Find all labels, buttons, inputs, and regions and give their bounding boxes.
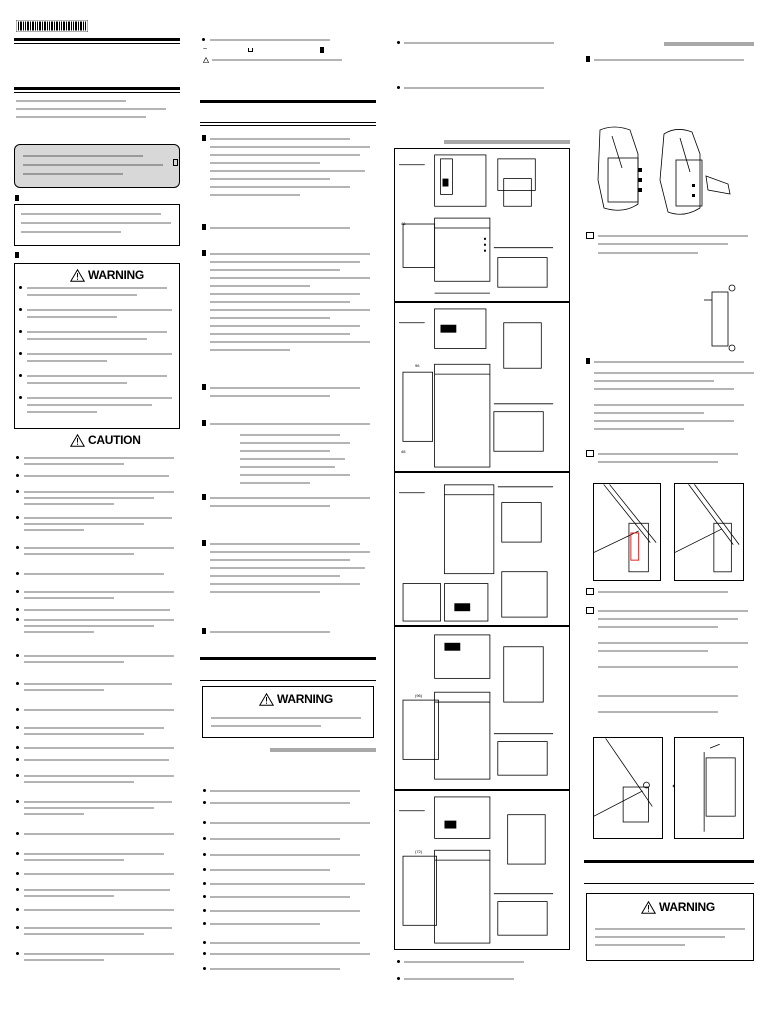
- info-icon: [173, 159, 178, 166]
- top-rule-thin: [14, 43, 180, 44]
- section-rule: [200, 657, 376, 660]
- caution-symbol-icon: [203, 57, 209, 63]
- terminal-photo-2: [674, 483, 744, 581]
- removal-photo-1: [593, 737, 663, 839]
- header-rule: [14, 87, 180, 90]
- header-rule-thin: [14, 92, 180, 93]
- dimension-label: 48: [401, 221, 406, 226]
- section-marker: [586, 56, 590, 62]
- section-marker: [202, 540, 206, 546]
- top-rule: [14, 38, 180, 41]
- section-rule: [584, 860, 754, 863]
- book-icon: [586, 588, 594, 595]
- warning-heading: WARNING: [259, 692, 333, 706]
- warning-triangle-icon: [70, 268, 85, 282]
- info-icon: [320, 47, 324, 53]
- book-icon: [586, 607, 594, 614]
- dimension-panel-4: (96): [394, 626, 570, 790]
- book-icon: [586, 450, 594, 457]
- warning-triangle-icon: [259, 692, 274, 706]
- book-icon: [586, 232, 594, 239]
- section-marker: [202, 250, 206, 256]
- warning-box: WARNING: [202, 686, 374, 738]
- mounting-illustration-1: [597, 126, 642, 211]
- warning-box: WARNING: [586, 893, 754, 961]
- warning-box: WARNING: [14, 263, 180, 429]
- dimension-panel-2: 96 48: [394, 302, 570, 472]
- section-marker: [202, 384, 206, 390]
- dimension-label: 48: [401, 449, 406, 454]
- section-marker: [15, 252, 19, 258]
- section-marker: [202, 420, 206, 426]
- mounting-illustration-2: [659, 129, 731, 215]
- dimension-panel-5: (72): [394, 790, 570, 950]
- warning-triangle-icon: [641, 900, 656, 914]
- dimension-panel-3: [394, 472, 570, 626]
- terminal-photo-1: [593, 483, 661, 581]
- section-marker: [202, 224, 206, 230]
- section-rule: [200, 100, 376, 103]
- dimension-label: 96: [415, 363, 420, 368]
- section-bar: [444, 140, 570, 144]
- warning-heading: WARNING: [641, 900, 715, 914]
- power-symbol-icon: [248, 48, 253, 52]
- section-marker: [202, 135, 206, 141]
- barcode: [16, 20, 88, 32]
- warning-heading: WARNING: [70, 268, 144, 282]
- caution-heading: CAUTION: [70, 433, 141, 447]
- section-marker: [202, 494, 206, 500]
- dimension-label: (72): [415, 849, 423, 854]
- dimension-label: (96): [415, 693, 423, 698]
- section-marker: [15, 195, 19, 201]
- caution-triangle-icon: [70, 433, 85, 447]
- removal-photo-2: [674, 737, 744, 839]
- intro-box: [14, 204, 180, 246]
- section-marker: [586, 358, 590, 364]
- notice-box: [14, 144, 180, 188]
- symbol-legend: ~: [203, 46, 208, 53]
- section-bar: [664, 42, 754, 46]
- dimension-panel-1: 48: [394, 148, 570, 302]
- side-mounting-illustration: [704, 284, 736, 352]
- section-bar: [270, 748, 376, 752]
- section-marker: [202, 628, 206, 634]
